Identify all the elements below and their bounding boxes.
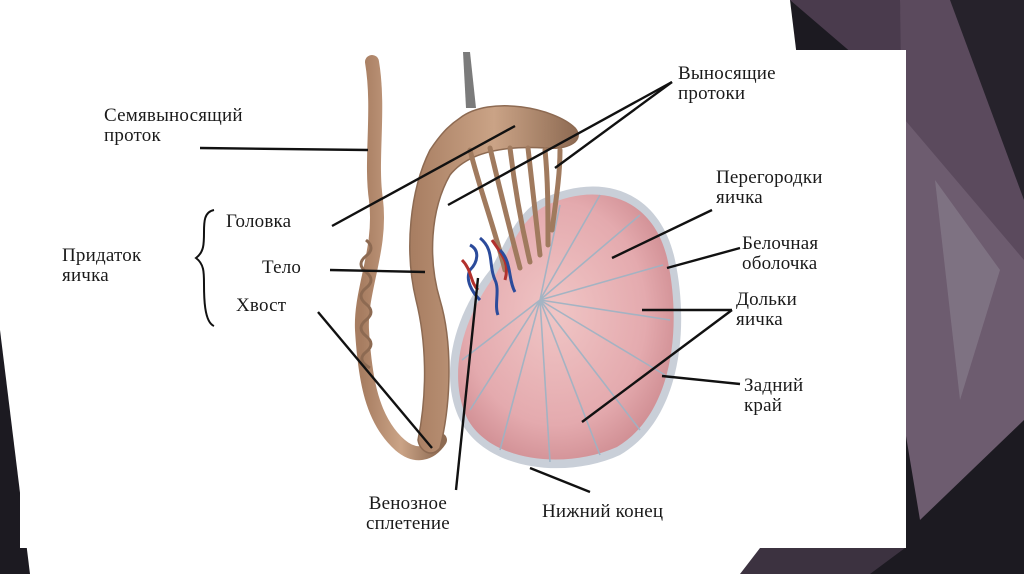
label-albuginea-line1: Белочная bbox=[742, 233, 819, 254]
label-vas-deferens-line1: Семявыносящий bbox=[104, 105, 243, 126]
spermatic-cord-stub bbox=[463, 52, 476, 108]
epididymis bbox=[409, 105, 579, 454]
label-lobules-line1: Дольки bbox=[736, 289, 797, 310]
leader-lobules-2 bbox=[581, 309, 733, 423]
label-posterior-border-line2: край bbox=[744, 395, 783, 416]
label-vas-deferens-line2: проток bbox=[104, 125, 161, 146]
venous-plexus-drawing bbox=[460, 236, 517, 316]
label-venous-plexus-line1: Венозное bbox=[368, 493, 448, 514]
label-lower-pole: Нижний конец bbox=[542, 501, 664, 522]
leader-vas-deferens bbox=[199, 146, 369, 152]
decor-bottom-dark bbox=[740, 548, 905, 574]
label-septa: Перегородки яичка bbox=[716, 168, 823, 208]
label-epididymis-line2: яичка bbox=[62, 265, 109, 286]
leader-body bbox=[329, 268, 426, 274]
label-epididymis-line1: Придаток bbox=[62, 245, 142, 266]
label-albuginea-line2: оболочка bbox=[742, 253, 818, 274]
decor-dark-facet bbox=[950, 0, 1024, 200]
label-vas-deferens: Семявыносящий проток bbox=[104, 106, 243, 146]
leader-venous-plexus bbox=[454, 277, 480, 491]
leader-albuginea bbox=[666, 246, 741, 270]
decor-grey-facet bbox=[935, 180, 1000, 400]
label-epididymis: Придаток яичка bbox=[62, 246, 141, 286]
label-venous-plexus-line2: сплетение bbox=[366, 513, 450, 534]
label-lobules: Дольки яичка bbox=[736, 290, 797, 330]
leader-efferent-ducts-2 bbox=[554, 81, 673, 169]
label-posterior-border: Задний край bbox=[744, 376, 803, 416]
label-head: Головка bbox=[226, 211, 292, 232]
label-lobules-line2: яичка bbox=[736, 309, 783, 330]
label-tail: Хвост bbox=[236, 295, 287, 316]
decor-purple-facet bbox=[790, 0, 905, 120]
label-septa-line1: Перегородки bbox=[716, 167, 823, 188]
leader-lower-pole bbox=[529, 466, 591, 494]
leader-lines bbox=[199, 80, 741, 494]
label-body: Тело bbox=[262, 257, 302, 278]
label-septa-line2: яичка bbox=[716, 187, 763, 208]
label-efferent-ducts: Выносящие протоки bbox=[678, 64, 776, 104]
vas-deferens-coils bbox=[359, 238, 373, 370]
leader-posterior-border bbox=[661, 374, 741, 386]
testis-septa bbox=[461, 194, 671, 463]
vas-deferens bbox=[354, 55, 447, 461]
label-efferent-ducts-line1: Выносящие bbox=[678, 63, 776, 84]
testis-parenchyma bbox=[458, 194, 674, 460]
label-efferent-ducts-line2: протоки bbox=[678, 83, 746, 104]
leader-efferent-ducts-1 bbox=[447, 80, 673, 207]
label-albuginea: Белочная оболочка bbox=[742, 234, 818, 274]
leader-septa bbox=[611, 208, 713, 260]
label-posterior-border-line1: Задний bbox=[744, 375, 804, 396]
label-venous-plexus: Венозное сплетение bbox=[366, 494, 450, 534]
leader-head bbox=[331, 124, 516, 228]
epididymis-brace bbox=[194, 209, 215, 327]
leader-tail bbox=[317, 311, 433, 449]
